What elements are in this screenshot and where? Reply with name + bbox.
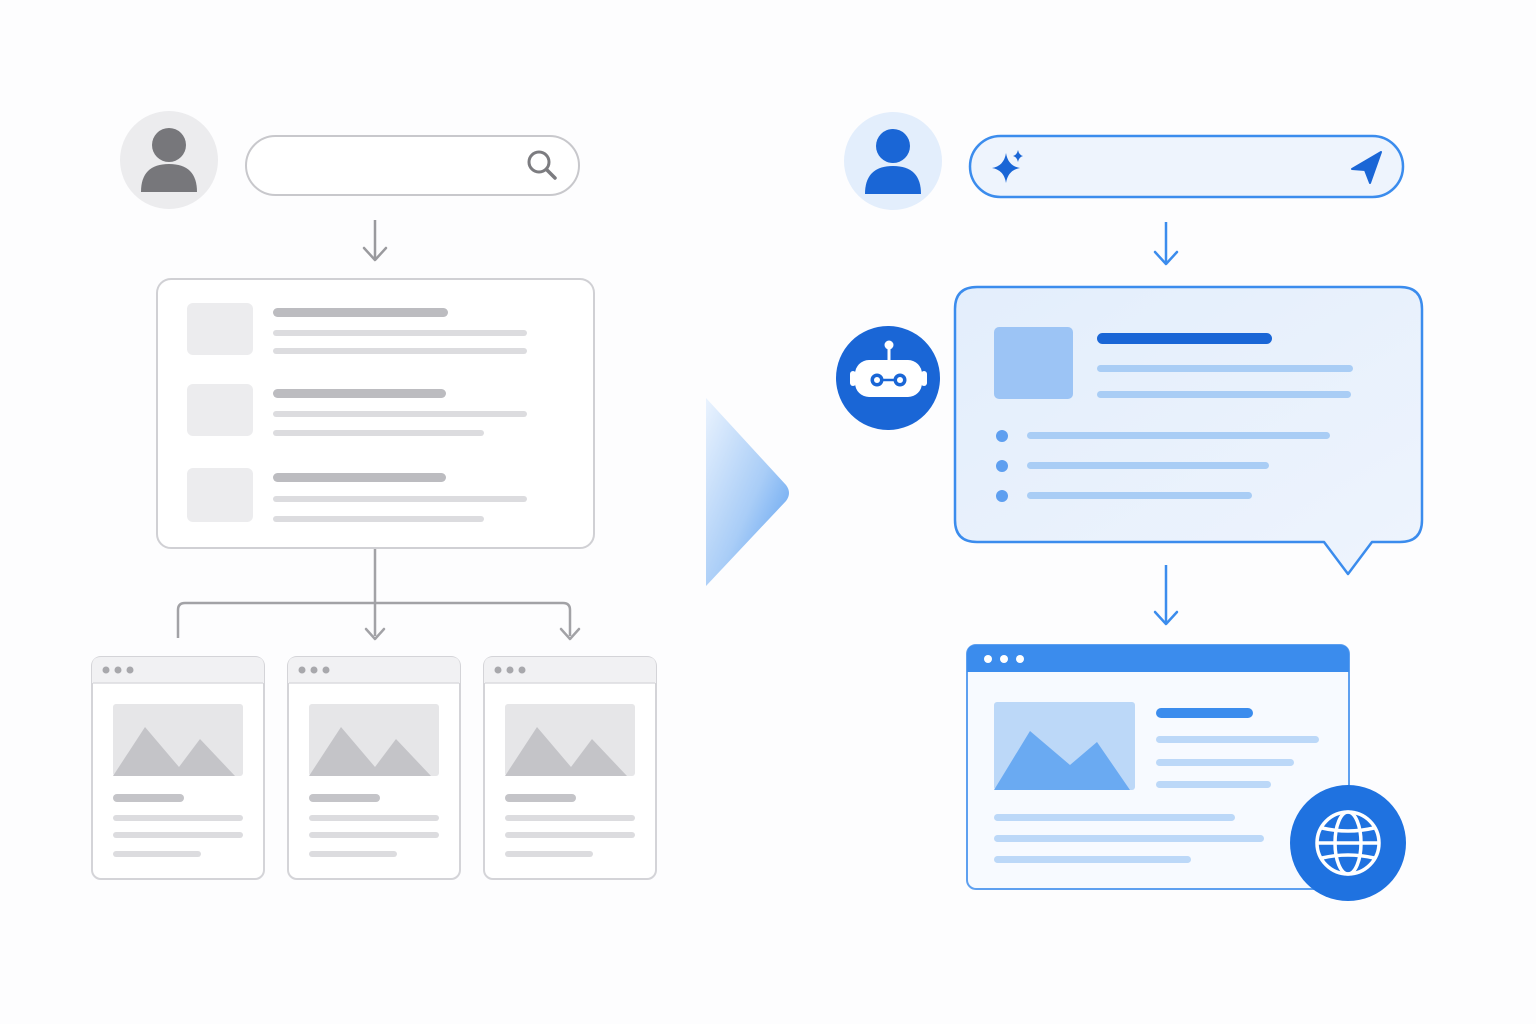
sparkle-icon	[992, 150, 1023, 183]
ai-web-page-card[interactable]	[966, 644, 1350, 890]
window-dots	[102, 666, 134, 674]
user-icon	[141, 128, 197, 192]
image-placeholder-icon	[113, 727, 235, 776]
search-bar-gray[interactable]	[245, 135, 580, 196]
image-placeholder-icon	[505, 727, 627, 776]
arrow-down-icon	[1153, 565, 1179, 626]
robot-icon	[850, 340, 927, 397]
user-avatar-blue	[844, 112, 942, 210]
ai-search-flow	[836, 112, 1424, 901]
result-row[interactable]	[187, 303, 527, 355]
arrow-down-icon	[1153, 222, 1179, 266]
list-item	[996, 490, 1252, 502]
window-dots	[984, 655, 1024, 663]
arrow-down-icon	[362, 220, 388, 262]
result-row[interactable]	[187, 384, 527, 436]
web-page-card[interactable]	[483, 656, 657, 880]
window-dots	[494, 666, 526, 674]
ai-prompt-bar[interactable]	[968, 134, 1405, 199]
result-row[interactable]	[187, 468, 527, 522]
traditional-search-flow	[91, 111, 657, 880]
web-page-card[interactable]	[91, 656, 265, 880]
ai-assistant-avatar	[836, 326, 940, 430]
send-icon[interactable]	[1351, 151, 1382, 184]
image-placeholder-icon	[994, 731, 1130, 790]
search-icon[interactable]	[527, 150, 557, 180]
search-results-panel	[156, 278, 595, 549]
user-avatar-gray	[120, 111, 218, 209]
image-placeholder-icon	[309, 727, 431, 776]
ai-answer-bubble	[953, 285, 1424, 576]
list-item	[996, 460, 1269, 472]
globe-badge	[1290, 785, 1406, 901]
globe-icon	[1315, 810, 1381, 876]
branch-connector	[176, 549, 581, 641]
web-page-card[interactable]	[287, 656, 461, 880]
list-item	[996, 430, 1330, 442]
window-dots	[298, 666, 330, 674]
chevron-right-icon	[706, 398, 789, 586]
user-icon	[865, 129, 921, 194]
